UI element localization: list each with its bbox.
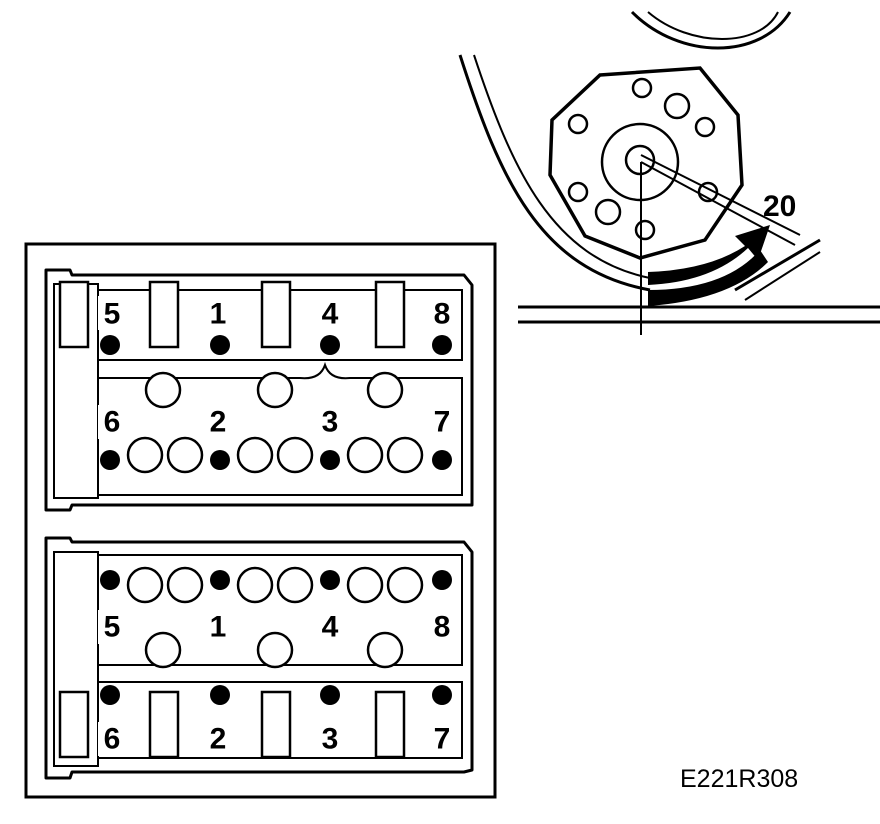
bolt-number: 1	[210, 298, 227, 331]
diagram-frame	[24, 242, 497, 799]
valve-hole	[346, 436, 384, 474]
valve-hole	[166, 436, 204, 474]
head-bolt	[320, 570, 340, 590]
valve-hole	[126, 566, 164, 604]
port-hole	[256, 371, 294, 409]
head-bolt	[100, 450, 120, 470]
housing-outline-right	[734, 238, 821, 292]
head-bolt	[210, 450, 230, 470]
bearing-cap	[260, 690, 292, 759]
bearing-cap	[58, 280, 90, 349]
pulley-hole	[694, 116, 716, 138]
pulley-detail: 20	[458, 10, 880, 335]
pulley-hole	[631, 77, 653, 99]
bolt-number: 3	[322, 723, 339, 756]
valve-hole	[346, 566, 384, 604]
housing-outline-right-inner	[744, 251, 821, 301]
bolt-number: 2	[210, 723, 227, 756]
valve-hole	[276, 436, 314, 474]
valve-hole	[276, 566, 314, 604]
sequence-numbers-top: 5 1 4 8 6 2 3 7	[98, 296, 456, 439]
figure-reference: E221R308	[680, 765, 798, 793]
head-bolts	[100, 570, 452, 705]
bearing-cap	[374, 280, 406, 349]
bolt-number: 8	[434, 611, 451, 644]
bolt-number: 6	[104, 406, 121, 439]
reference-line-angled-2	[640, 154, 801, 236]
cylinder-head-bottom: 5 1 4 8 6 2 3 7	[44, 536, 474, 780]
housing-outline-outer	[458, 54, 651, 292]
bolt-number: 7	[434, 723, 451, 756]
bolt-number: 2	[210, 406, 227, 439]
head-outline	[44, 536, 474, 780]
head-bolt	[320, 335, 340, 355]
angle-label: 20	[763, 190, 796, 223]
bolt-number: 4	[322, 611, 339, 644]
valve-hole	[386, 436, 424, 474]
bolt-number: 8	[434, 298, 451, 331]
cover-arc-outer	[630, 10, 792, 50]
bearing-cap	[148, 280, 180, 349]
pulley-hole	[567, 113, 589, 135]
head-bolt	[100, 335, 120, 355]
port-hole	[256, 631, 294, 669]
head-bolt	[210, 335, 230, 355]
valve-hole	[236, 436, 274, 474]
bolt-number: 3	[322, 406, 339, 439]
cover-arc-inner	[647, 11, 779, 40]
camshaft-gallery	[97, 289, 463, 361]
pulley-hole	[594, 198, 622, 226]
bolt-number: 7	[434, 406, 451, 439]
head-bolt	[320, 685, 340, 705]
cylinder-head-top: 5 1 4 8 6 2 3 7	[44, 268, 474, 512]
bearing-cap	[260, 280, 292, 349]
valve-hole	[386, 566, 424, 604]
pulley-hole	[567, 181, 589, 203]
rotation-arrow-icon	[648, 225, 770, 285]
port-hole	[366, 371, 404, 409]
valve-hole	[236, 566, 274, 604]
head-bolt	[100, 685, 120, 705]
pulley-hole	[663, 92, 691, 120]
bolt-number: 1	[210, 611, 227, 644]
bolt-number: 5	[104, 298, 121, 331]
bolt-number: 6	[104, 723, 121, 756]
housing-outline-inner	[473, 54, 651, 279]
head-bolt	[432, 685, 452, 705]
bearing-cap	[58, 690, 90, 759]
bolt-number: 5	[104, 611, 121, 644]
head-bolt	[210, 570, 230, 590]
port-hole	[144, 631, 182, 669]
head-outline	[44, 268, 474, 512]
bearing-cap	[148, 690, 180, 759]
reference-line-angled	[640, 161, 796, 246]
head-bolt	[432, 570, 452, 590]
head-bolts	[100, 335, 452, 470]
pulley-hole	[634, 219, 656, 241]
bearing-cap	[374, 690, 406, 759]
rotation-arrow-body	[648, 250, 768, 306]
head-bolt	[100, 570, 120, 590]
sequence-numbers-bottom: 5 1 4 8 6 2 3 7	[98, 610, 456, 756]
head-bolt	[210, 685, 230, 705]
head-bolt	[432, 335, 452, 355]
valve-area	[97, 361, 463, 496]
head-bolt	[432, 450, 452, 470]
valve-hole	[126, 436, 164, 474]
head-left-end	[53, 551, 99, 767]
bolt-number: 4	[322, 298, 339, 331]
valve-hole	[166, 566, 204, 604]
head-bolt	[320, 450, 340, 470]
port-hole	[144, 371, 182, 409]
port-hole	[366, 631, 404, 669]
